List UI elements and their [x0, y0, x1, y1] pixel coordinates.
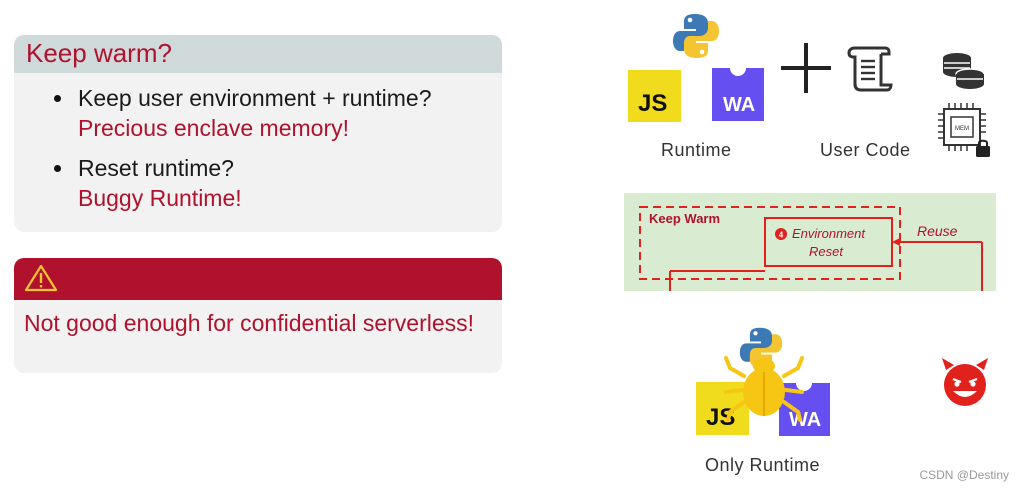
plus-icon — [781, 43, 831, 93]
user-code-label: User Code — [820, 140, 911, 160]
warning-message: Not good enough for confidential serverl… — [24, 310, 475, 336]
item-question: Keep user environment + runtime? — [78, 85, 432, 111]
keep-warm-title: Keep warm? — [14, 35, 502, 73]
item-answer: Precious enclave memory! — [78, 115, 349, 141]
warning-icon — [24, 264, 58, 292]
warning-header — [14, 258, 502, 300]
wa-logo-text: WA — [723, 94, 756, 116]
devil-face-icon — [942, 358, 988, 406]
reuse-label: Reuse — [917, 223, 958, 239]
item-question: Reset runtime? — [78, 155, 234, 181]
watermark: CSDN @Destiny — [919, 468, 1009, 482]
webassembly-logo-icon: WA — [712, 68, 764, 121]
arrow-head — [892, 238, 900, 246]
keep-warm-panel: Keep warm? Keep user environment + runti… — [14, 35, 502, 232]
keep-warm-box — [639, 206, 901, 280]
step-number: 4 — [779, 231, 784, 240]
step-label-line2: Reset — [809, 244, 843, 259]
keep-warm-box-title: Keep Warm — [649, 211, 721, 226]
coins-icon — [943, 53, 985, 89]
python-logo-icon — [673, 14, 719, 58]
step-number-badge — [775, 228, 787, 240]
only-runtime-label: Only Runtime — [705, 455, 821, 475]
lock-icon — [976, 146, 990, 157]
js-logo-text: JS — [638, 90, 668, 117]
bug-icon — [724, 356, 804, 422]
mem-chip-label: MEM — [955, 126, 969, 132]
keep-warm-diagram: 4 Keep Warm Environment Reset Reuse — [624, 193, 996, 291]
list-item: Keep user environment + runtime? Preciou… — [52, 83, 502, 143]
runtime-label: Runtime — [661, 140, 732, 160]
warning-panel: Not good enough for confidential serverl… — [14, 258, 502, 373]
memory-chip-icon: MEM — [938, 103, 990, 157]
keep-warm-flow: 4 — [639, 206, 983, 291]
scroll-icon — [847, 46, 893, 92]
keep-warm-list: Keep user environment + runtime? Preciou… — [14, 73, 502, 213]
item-answer: Buggy Runtime! — [78, 185, 242, 211]
javascript-logo-icon: JS — [628, 70, 681, 122]
step-label-line1: Environment — [792, 226, 865, 241]
list-item: Reset runtime? Buggy Runtime! — [52, 153, 502, 213]
